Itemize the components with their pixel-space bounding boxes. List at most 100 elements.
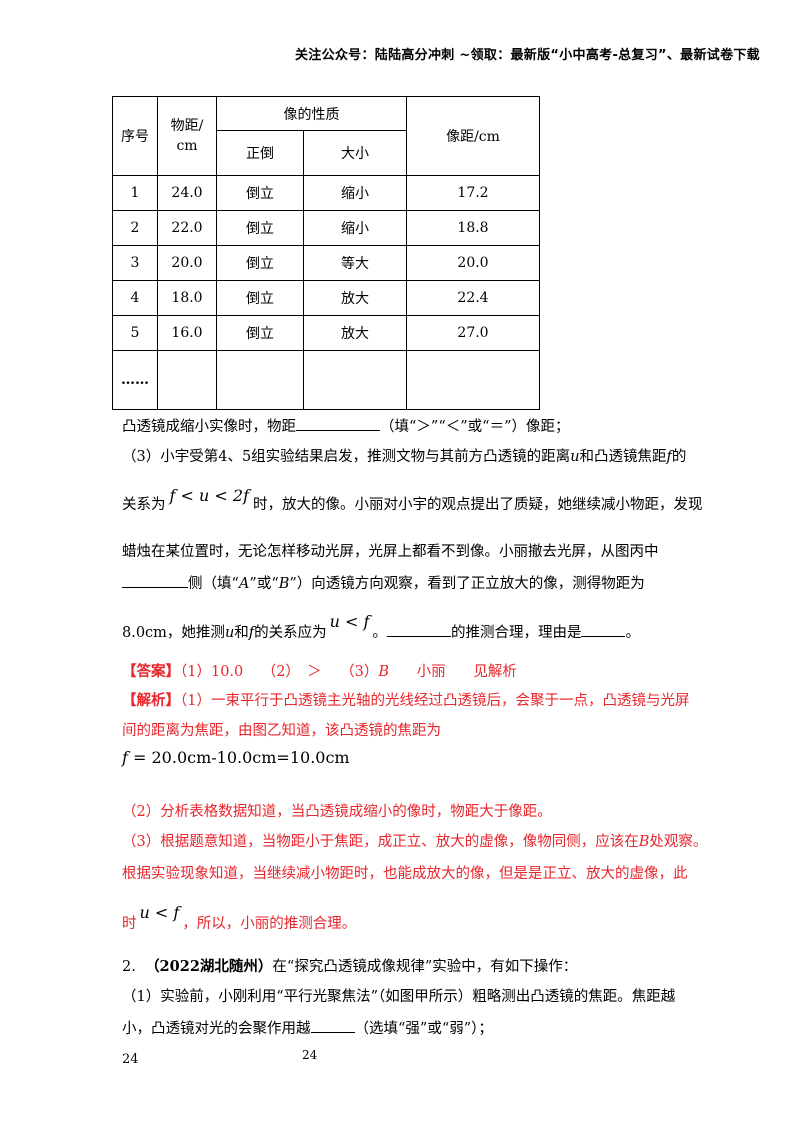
q3-text: 。 — [625, 625, 640, 641]
ellipsis-cell: …… — [112, 350, 158, 410]
cell: 16.0 — [157, 315, 217, 351]
question-text: 在“探究凸透镜成像规律”实验中，有如下操作： — [272, 959, 578, 975]
analysis-text: （3）根据题意知道，当物距小于焦距，成正立、放大的虚像，像物同侧，应该在 — [122, 834, 639, 850]
table-row: 2 22.0 倒立 缩小 18.8 — [112, 210, 540, 246]
q3-text: 关系为 — [122, 497, 166, 513]
page-number-left: 24 — [122, 1052, 139, 1067]
analysis-text: 处观察。 — [649, 834, 708, 850]
question-2-line: 凸透镜成缩小实像时，物距（填“＞”“＜”或“＝”）像距； — [122, 415, 569, 436]
q3-text: 和 — [234, 625, 249, 641]
cell: 18.8 — [406, 210, 540, 246]
q3-text: 。 — [372, 625, 387, 641]
q3-text: 的关系应为 — [254, 625, 327, 641]
formula-text: = 20.0cm-10.0cm=10.0cm — [127, 748, 350, 767]
var-B: B — [278, 576, 290, 592]
cell: 4 — [112, 280, 158, 316]
col-index-header: 序号 — [112, 96, 158, 176]
math-inequality: u < f — [329, 612, 370, 631]
cell: 22.4 — [406, 280, 540, 316]
cell: 20.0 — [406, 245, 540, 281]
cell: 缩小 — [303, 175, 407, 211]
answer-2: （2） ＞ — [261, 664, 322, 680]
analysis-line-3: （2）分析表格数据知道，当凸透镜成缩小的像时，物距大于像距。 — [122, 804, 552, 820]
q3-text: ”）向透镜方向观察，看到了正立放大的像，测得物距为 — [289, 576, 645, 592]
answer-1: （1）10.0 — [180, 664, 244, 680]
cell: 24.0 — [157, 175, 217, 211]
cell: 缩小 — [303, 210, 407, 246]
q3-text: 和凸透镜焦距 — [579, 449, 667, 465]
var-f: f — [666, 449, 672, 465]
question-3-line-3: 蜡烛在某位置时，无论怎样移动光屏，光屏上都看不到像。小丽撤去光屏，从图丙中 — [122, 544, 659, 560]
cell — [303, 350, 407, 410]
question-3-line-4: 侧（填“A”或“B”）向透镜方向观察，看到了正立放大的像，测得物距为 — [122, 572, 645, 593]
answer-blank[interactable] — [296, 418, 380, 431]
analysis-line-6: 时u < f，所以，小丽的推测合理。 — [122, 903, 357, 933]
answer-3-value: B — [378, 664, 390, 680]
var-f: f — [248, 625, 255, 641]
col-size-header: 大小 — [303, 130, 407, 176]
answer-label: 【答案】 — [122, 663, 180, 680]
col-object-header: 物距/cm — [157, 96, 217, 176]
cell: 3 — [112, 245, 158, 281]
experiment-table: 序号 物距/cm 像的性质 像距/cm 正倒 大小 1 24.0 倒立 缩小 1… — [112, 96, 540, 410]
q3-text: ”或“ — [249, 576, 279, 592]
analysis-label: 【解析】 — [122, 692, 180, 709]
var-u: u — [224, 625, 235, 641]
answer-blank[interactable] — [581, 624, 626, 637]
cell: 20.0 — [157, 245, 217, 281]
answer-blank[interactable] — [386, 624, 451, 637]
cell: 倒立 — [216, 175, 304, 211]
cell: 倒立 — [216, 245, 304, 281]
answer-5: 见解析 — [473, 664, 517, 680]
var-u: u — [570, 449, 580, 465]
page-number-center: 24 — [302, 1048, 318, 1062]
analysis-text: 时 — [122, 916, 137, 932]
q3-text: 的 — [671, 449, 687, 465]
var-f: f — [122, 748, 128, 767]
question-number: 2. — [122, 959, 136, 975]
cell: 放大 — [303, 315, 407, 351]
question-3-line-1: （3）小宇受第4、5组实验结果启发，推测文物与其前方凸透镜的距离u和凸透镜焦距f… — [122, 445, 686, 466]
col-orient-header: 正倒 — [216, 130, 304, 176]
answer-blank[interactable] — [122, 575, 188, 588]
question-3-line-5: 8.0cm，她推测u和f的关系应为u < f。的推测合理，理由是。 — [122, 612, 640, 642]
cell: 1 — [112, 175, 158, 211]
table-row: …… — [112, 350, 540, 410]
analysis-text: （1）一束平行于凸透镜主光轴的光线经过凸透镜后，会聚于一点，凸透镜与光屏 — [180, 693, 690, 709]
answer-blank[interactable] — [310, 1020, 355, 1033]
cell: 22.0 — [157, 210, 217, 246]
q3-text: （3）小宇受第4、5组实验结果启发，推测文物与其前方凸透镜的距离 — [122, 449, 571, 465]
answer-line: 【答案】（1）10.0 （2） ＞ （3）B 小丽 见解析 — [122, 660, 517, 681]
page-header: 关注公众号：陆陆高分冲刺 ~领取：最新版“小中高考-总复习”、最新试卷下载 — [294, 48, 760, 63]
table-row: 4 18.0 倒立 放大 22.4 — [112, 280, 540, 316]
cell: 2 — [112, 210, 158, 246]
q3-text: 时，放大的像。小丽对小宇的观点提出了质疑，她继续减小物距，发现 — [252, 497, 703, 513]
next-question-title: 2. （2022湖北随州）在“探究凸透镜成像规律”实验中，有如下操作： — [122, 955, 577, 976]
next-question-line-2: （1）实验前，小刚利用“平行光聚焦法”（如图甲所示）粗略测出凸透镜的焦距。焦距越 — [122, 989, 676, 1005]
answer-3: （3） — [340, 664, 379, 680]
cell: 5 — [112, 315, 158, 351]
question-source: （2022湖北随州） — [145, 958, 273, 975]
math-inequality: u < f — [139, 903, 180, 922]
var-B: B — [638, 834, 650, 850]
cell: 倒立 — [216, 315, 304, 351]
cell: 18.0 — [157, 280, 217, 316]
question-text: （选填“强”或“弱”）； — [354, 1021, 493, 1037]
cell — [157, 350, 217, 410]
answer-4: 小丽 — [416, 664, 446, 680]
cell: 倒立 — [216, 210, 304, 246]
cell — [216, 350, 304, 410]
math-inequality: f < u < 2f — [169, 486, 249, 505]
table-row: 3 20.0 倒立 等大 20.0 — [112, 245, 540, 281]
cell: 等大 — [303, 245, 407, 281]
q2-text-a: 凸透镜成缩小实像时，物距 — [122, 419, 296, 435]
analysis-line-1: 【解析】（1）一束平行于凸透镜主光轴的光线经过凸透镜后，会聚于一点，凸透镜与光屏 — [122, 689, 689, 710]
cell: 27.0 — [406, 315, 540, 351]
cell: 放大 — [303, 280, 407, 316]
q3-text: 的推测合理，理由是 — [450, 625, 582, 641]
var-A: A — [238, 576, 250, 592]
analysis-line-4: （3）根据题意知道，当物距小于焦距，成正立、放大的虚像，像物同侧，应该在B处观察… — [122, 830, 707, 851]
analysis-line-5: 根据实验现象知道，当继续减小物距时，也能成放大的像，但是是正立、放大的虚像，此 — [122, 866, 688, 882]
analysis-formula: f = 20.0cm-10.0cm=10.0cm — [122, 748, 350, 767]
analysis-text: ，所以，小丽的推测合理。 — [182, 916, 357, 932]
